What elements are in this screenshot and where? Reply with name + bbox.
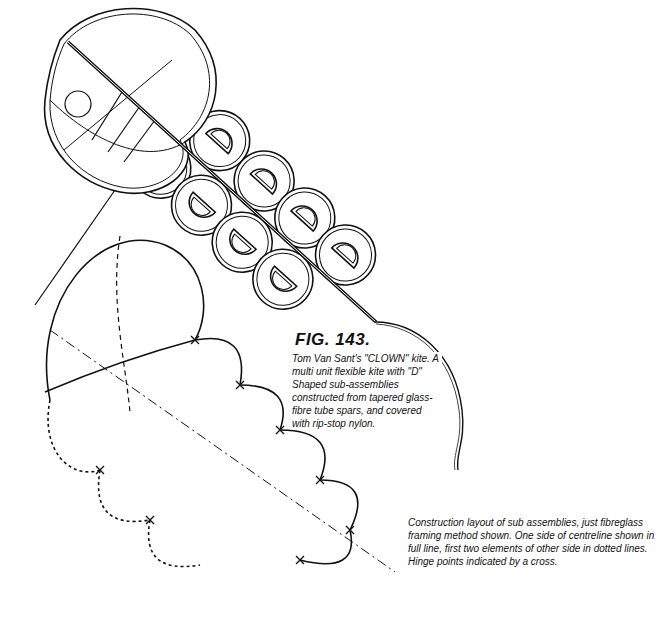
top-kite [35,8,463,470]
construction-note: Construction layout of sub assemblies, j… [408,516,663,568]
figure-title: FIG. 143. [295,330,370,350]
figure-caption: Tom Van Sant's "CLOWN" kite. A multi uni… [292,352,442,430]
